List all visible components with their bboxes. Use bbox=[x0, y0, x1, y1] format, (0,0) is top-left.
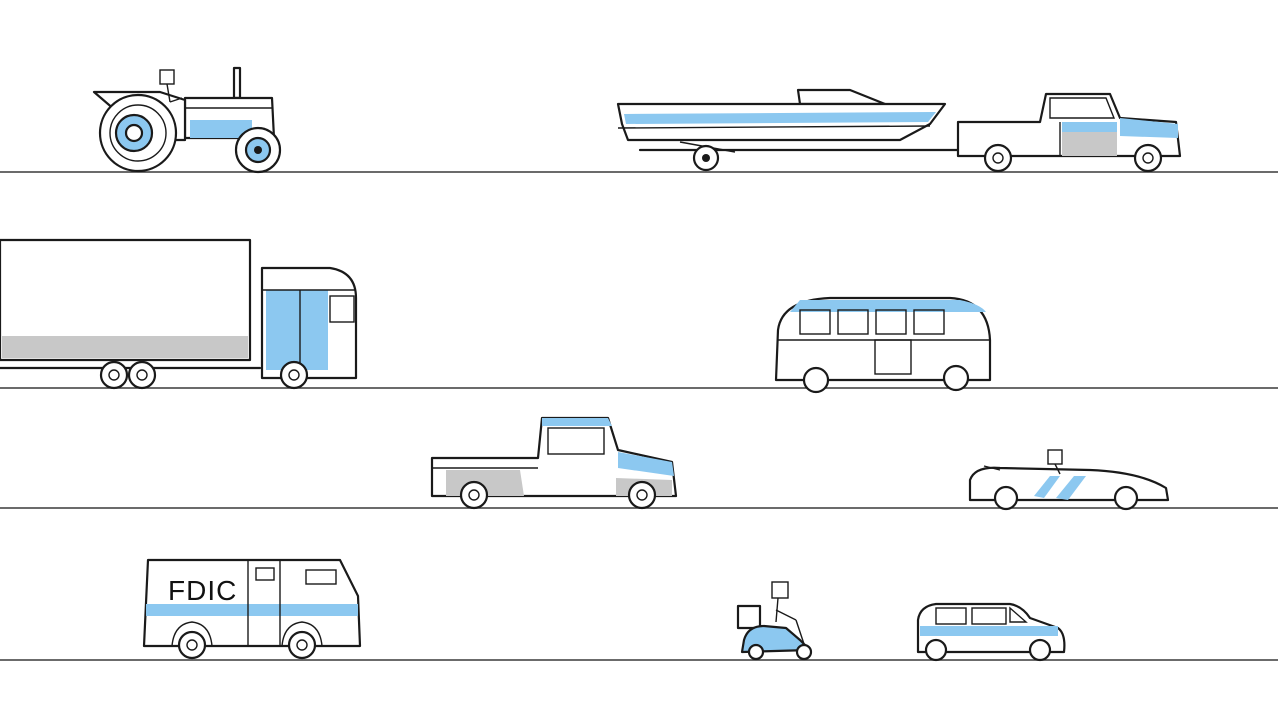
mini-car bbox=[916, 602, 1066, 662]
delivery-scooter bbox=[736, 581, 813, 661]
tractor bbox=[92, 66, 282, 174]
boat-trailer bbox=[638, 141, 962, 172]
semi-truck bbox=[0, 238, 358, 390]
armored-van: FDIC bbox=[142, 558, 362, 660]
towing-pickup-truck bbox=[956, 92, 1182, 173]
pickup-towing-boat-trailer bbox=[616, 88, 1182, 173]
roadster bbox=[968, 449, 1170, 511]
vintage-bus bbox=[774, 296, 992, 394]
fdic-label: FDIC bbox=[168, 575, 237, 606]
boat bbox=[616, 88, 947, 142]
classic-pickup-truck bbox=[430, 416, 678, 510]
